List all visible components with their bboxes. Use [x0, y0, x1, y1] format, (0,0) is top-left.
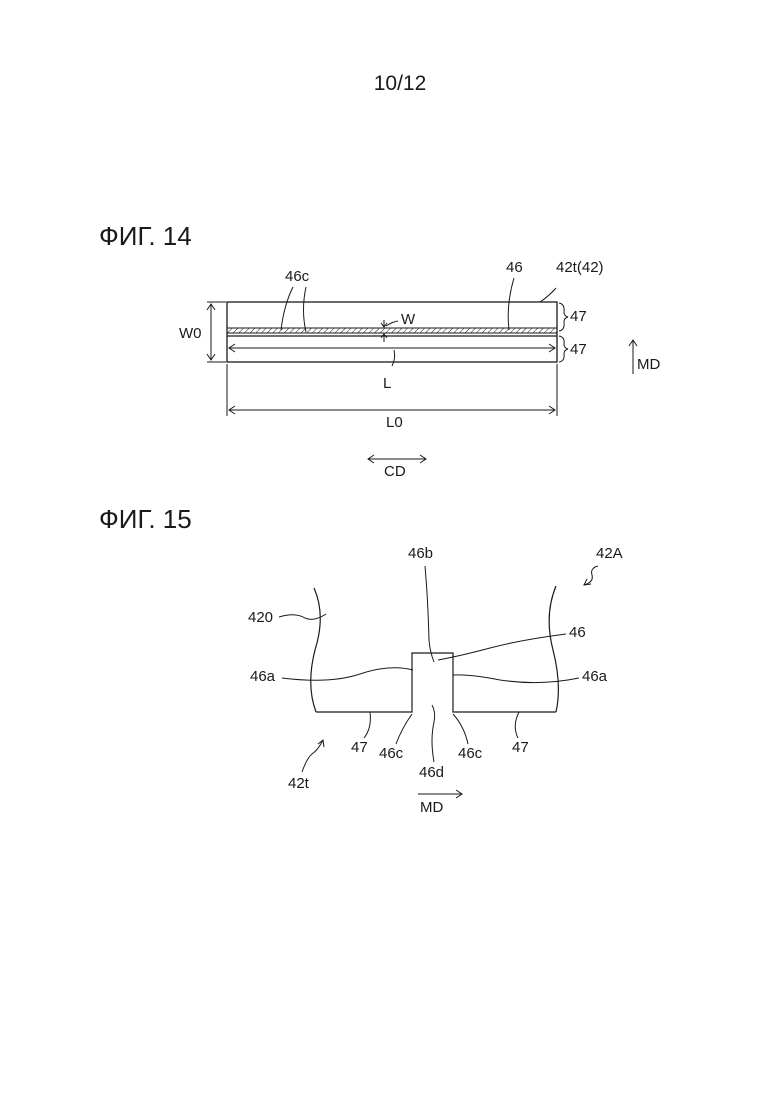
fig15-label-47-right: 47 [512, 739, 529, 756]
fig15-label-46d: 46d [419, 764, 444, 781]
fig15-42t-leader [302, 740, 323, 772]
fig14-label-42t: 42t(42) [556, 259, 604, 276]
fig14-label-cd: CD [384, 463, 406, 480]
fig15-47-right-leader [515, 712, 519, 738]
fig15-label-46: 46 [569, 624, 586, 641]
fig14-title: ФИГ. 14 [99, 221, 192, 251]
fig15-420-leader [279, 614, 326, 619]
fig14-hatched-band [227, 328, 557, 333]
fig15-label-md: MD [420, 799, 443, 816]
fig14-label-md: MD [637, 356, 660, 373]
fig14-47-bottom-brace [559, 336, 568, 362]
fig15-label-46a-right: 46a [582, 668, 608, 685]
fig15-46c-left-leader [396, 714, 412, 744]
fig15-label-46c-left: 46c [379, 745, 404, 762]
fig15-title: ФИГ. 15 [99, 504, 192, 534]
fig15-label-47-left: 47 [351, 739, 368, 756]
fig15-label-420: 420 [248, 609, 273, 626]
fig14-label-w: W [401, 311, 416, 328]
figure-14: ФИГ. 14 L W0 W 46c 46 42 [99, 221, 660, 480]
fig15-right-break-line [549, 586, 558, 712]
fig14-47-top-brace [559, 303, 568, 331]
fig15-46-leader [438, 634, 566, 660]
page-number: 10/12 [374, 72, 427, 95]
fig14-label-46: 46 [506, 259, 523, 276]
fig15-46a-left-leader [282, 668, 413, 681]
fig15-42a-leader [584, 566, 598, 585]
fig15-47-left-leader [364, 712, 370, 738]
fig14-label-w0: W0 [179, 325, 202, 342]
fig15-46a-right-leader [453, 675, 579, 683]
figure-15: ФИГ. 15 46b 42A 420 46 46a 46a 47 46c [99, 504, 623, 816]
fig15-label-46b: 46b [408, 545, 433, 562]
fig15-46d-leader [432, 705, 435, 762]
fig15-label-46a-left: 46a [250, 668, 276, 685]
fig14-label-47-top: 47 [570, 308, 587, 325]
fig15-label-42a: 42A [596, 545, 623, 562]
fig14-label-47-bot: 47 [570, 341, 587, 358]
fig14-label-46c: 46c [285, 268, 310, 285]
fig14-42t-leader [540, 288, 556, 302]
fig15-label-46c-right: 46c [458, 745, 483, 762]
fig14-label-l: L [383, 375, 391, 392]
fig15-label-42t: 42t [288, 775, 310, 792]
fig14-label-l0: L0 [386, 414, 403, 431]
fig15-left-break-line [311, 588, 321, 712]
fig15-46b-leader [425, 566, 434, 662]
fig15-46c-right-leader [453, 714, 468, 744]
